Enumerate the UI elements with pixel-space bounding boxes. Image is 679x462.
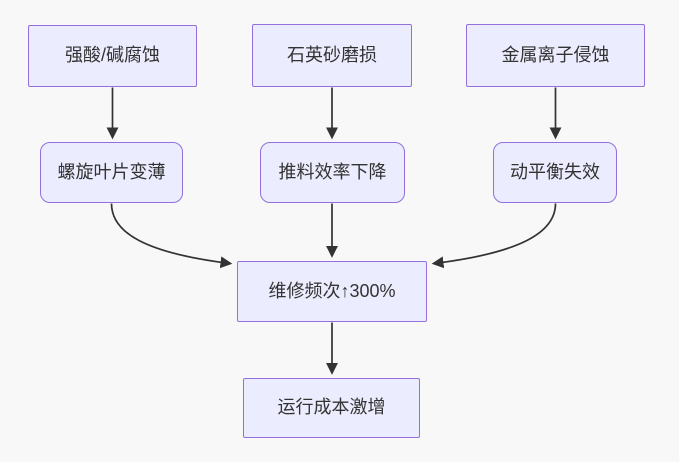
node-push-efficiency-drop: 推料效率下降	[260, 142, 405, 203]
node-acid-corrosion: 强酸/碱腐蚀	[28, 25, 197, 87]
node-spiral-blade-thinning: 螺旋叶片变薄	[40, 142, 183, 203]
edge-balance-to-maintenance	[431, 203, 557, 269]
edge-blade-to-maintenance	[110, 203, 233, 269]
node-operating-cost-surge: 运行成本激增	[243, 378, 420, 438]
node-metal-ion-erosion: 金属离子侵蚀	[466, 24, 645, 87]
node-maintenance-frequency-up: 维修频次↑300%	[237, 261, 427, 322]
node-dynamic-balance-failure: 动平衡失效	[493, 142, 617, 203]
node-quartz-sand-wear: 石英砂磨损	[252, 24, 412, 87]
